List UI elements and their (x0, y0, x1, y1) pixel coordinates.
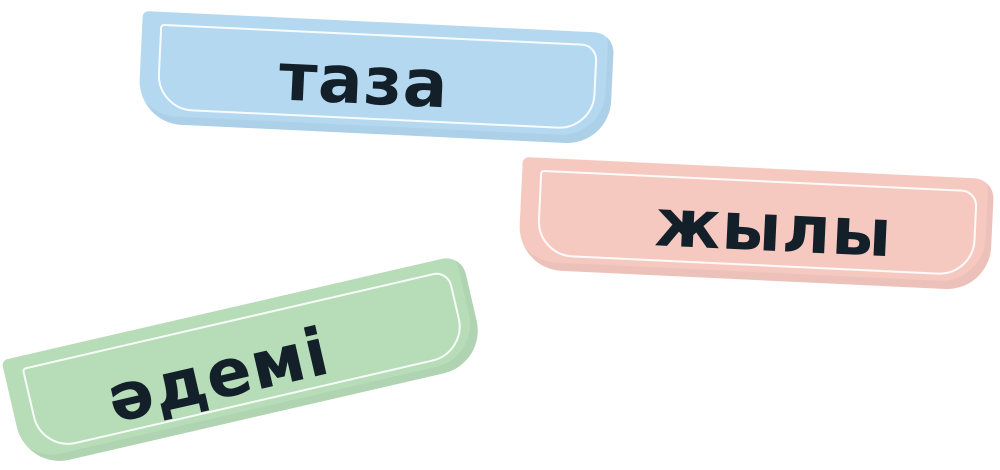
word-card-taza[interactable]: таза (137, 10, 615, 146)
word-card-ademi[interactable]: әдемі (1, 254, 487, 470)
word-card-label: таза (277, 38, 451, 124)
word-card-label: әдемі (100, 312, 337, 439)
word-card-zhyly[interactable]: жылы (517, 156, 995, 292)
word-card-label: жылы (653, 184, 895, 273)
